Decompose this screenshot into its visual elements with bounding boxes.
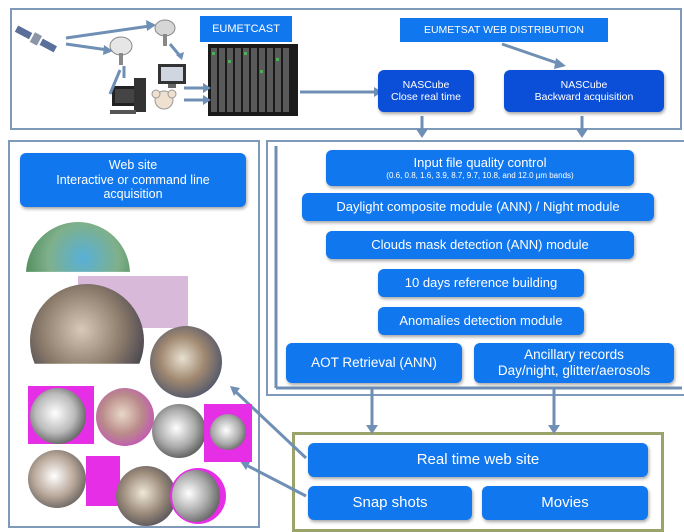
globe-icon — [152, 404, 206, 458]
aot-retrieval-box: AOT Retrieval (ANN) — [286, 343, 462, 383]
magenta-panel — [86, 456, 120, 506]
movies-button[interactable]: Movies — [482, 486, 648, 520]
globe-icon — [28, 450, 86, 508]
globe-icon — [172, 470, 220, 522]
website-box[interactable]: Web site Interactive or command line acq… — [20, 153, 246, 207]
nascube-close-box: NASCube Close real time — [378, 70, 474, 112]
globe-icon — [30, 388, 86, 444]
reference-building-box: 10 days reference building — [378, 269, 584, 297]
website-frame — [8, 140, 260, 528]
pipeline-frame — [266, 140, 684, 396]
snapshots-button[interactable]: Snap shots — [308, 486, 472, 520]
globe-icon — [150, 326, 222, 398]
reference-text: 10 days reference building — [404, 274, 558, 290]
ancillary-subtitle: Day/night, glitter/aerosols — [497, 363, 651, 378]
acquisition-frame — [10, 8, 682, 130]
eumetcast-label: EUMETCAST — [200, 16, 292, 42]
ancillary-title: Ancillary records — [524, 347, 624, 363]
globe-icon — [96, 388, 154, 446]
nascube-close-subtitle: Close real time — [390, 91, 462, 103]
nascube-close-title: NASCube — [402, 78, 450, 91]
anomalies-text: Anomalies detection module — [399, 312, 563, 328]
aot-text: AOT Retrieval (ANN) — [311, 355, 437, 371]
globe-icon — [210, 414, 246, 450]
nascube-backward-box: NASCube Backward acquisition — [504, 70, 664, 112]
nascube-backward-subtitle: Backward acquisition — [534, 91, 634, 103]
clouds-mask-box: Clouds mask detection (ANN) module — [326, 231, 634, 259]
web-distribution-text: EUMETSAT WEB DISTRIBUTION — [423, 23, 585, 36]
daylight-module-box: Daylight composite module (ANN) / Night … — [302, 193, 654, 221]
website-line-2: Interactive or command line — [56, 172, 210, 187]
input-quality-control-box: Input file quality control (0.6, 0.8, 1.… — [326, 150, 634, 186]
realtime-website-button[interactable]: Real time web site — [308, 443, 648, 477]
input-qc-bands: (0.6, 0.8, 1.6, 3.9, 8.7, 9.7, 10.8, and… — [386, 170, 574, 180]
website-title: Web site — [108, 158, 158, 173]
web-distribution-label: EUMETSAT WEB DISTRIBUTION — [400, 18, 608, 42]
ancillary-records-box: Ancillary records Day/night, glitter/aer… — [474, 343, 674, 383]
movies-text: Movies — [541, 494, 589, 512]
input-qc-title: Input file quality control — [413, 154, 547, 170]
globe-icon — [116, 466, 176, 526]
anomalies-detection-box: Anomalies detection module — [378, 307, 584, 335]
daylight-text: Daylight composite module (ANN) / Night … — [336, 198, 620, 214]
clouds-text: Clouds mask detection (ANN) module — [371, 236, 589, 252]
website-line-3: acquisition — [103, 187, 163, 202]
snapshots-text: Snap shots — [352, 494, 428, 512]
nascube-backward-title: NASCube — [560, 78, 608, 91]
realtime-text: Real time web site — [416, 451, 540, 469]
eumetcast-text: EUMETCAST — [212, 22, 280, 35]
